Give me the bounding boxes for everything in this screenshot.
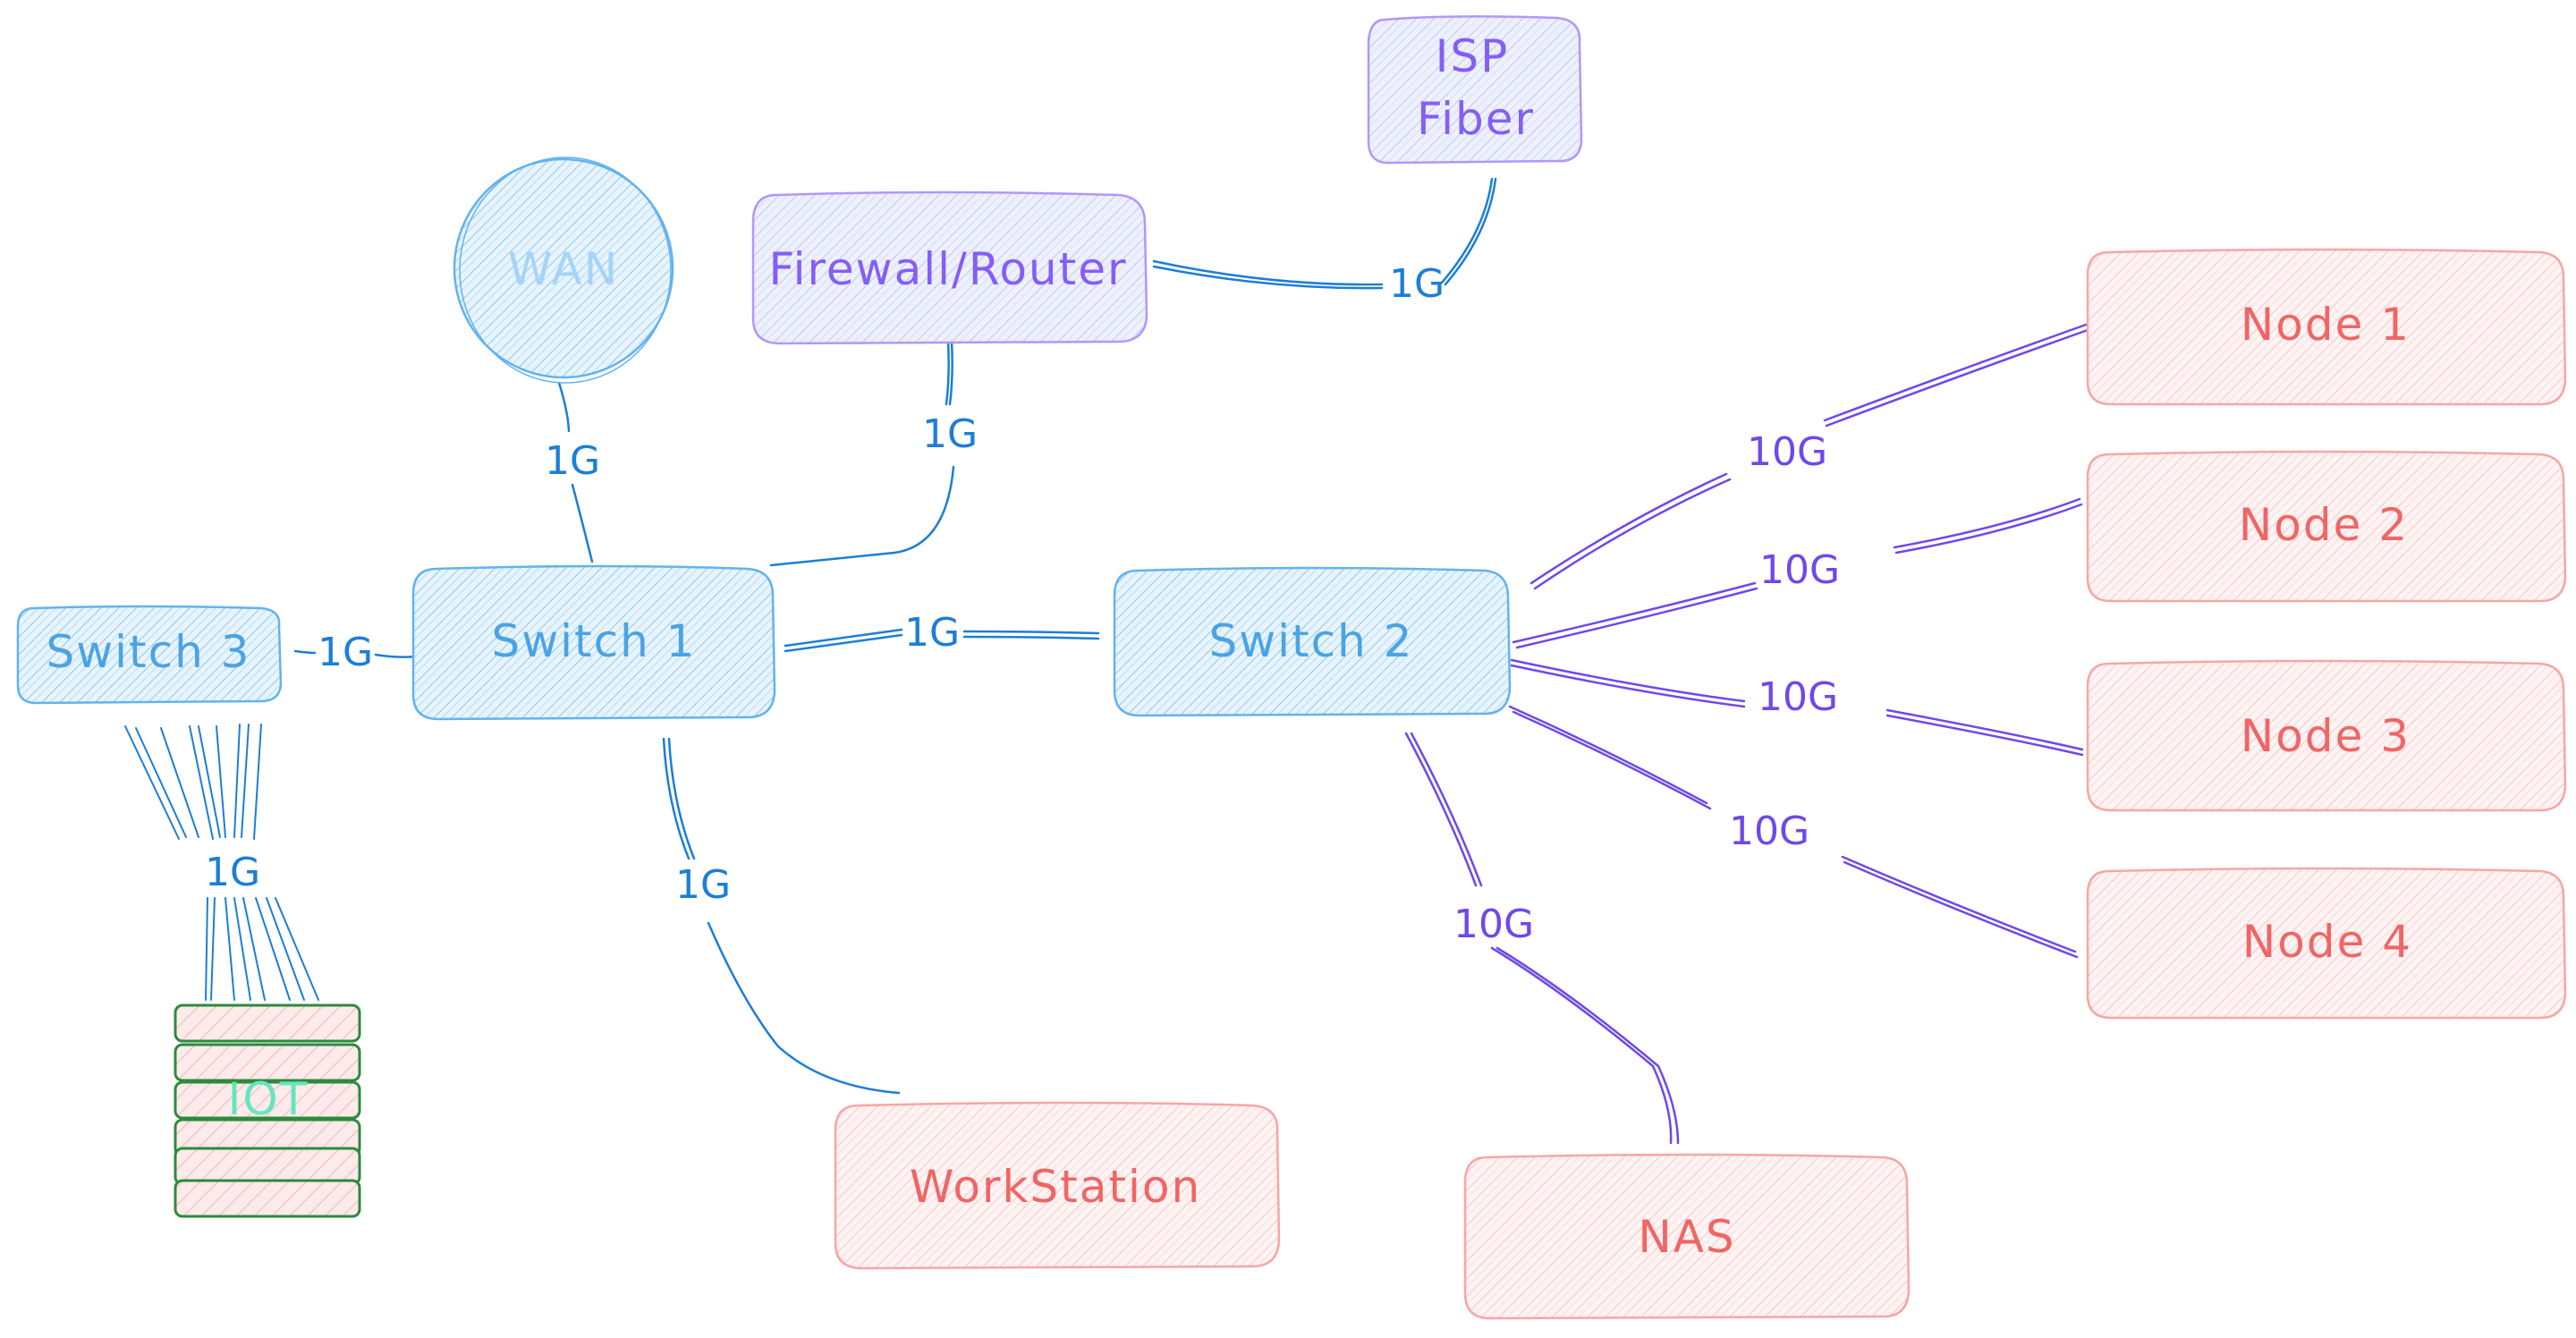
node-switch-3[interactable]: Switch 3 — [16, 605, 283, 705]
edges — [124, 177, 2092, 1145]
link-labels: 1G 1G 1G 1G 1G 1G 1G 10G 10G 10G 10G 10G — [205, 261, 1840, 947]
node-firewall-router[interactable]: Firewall/Router — [751, 191, 1148, 345]
nas-label: NAS — [1638, 1211, 1735, 1263]
node-workstation[interactable]: WorkStation — [834, 1101, 1281, 1270]
edge-switch2-node1 — [1530, 322, 2092, 590]
link-label-switch3-switch1: 1G — [318, 630, 373, 675]
node-nas[interactable]: NAS — [1463, 1153, 1911, 1320]
link-label-switch1-workstation: 1G — [675, 862, 731, 908]
node3-label: Node 3 — [2241, 710, 2411, 762]
server-stack-icon — [174, 1004, 361, 1218]
link-label-switch3-iot: 1G — [205, 850, 260, 895]
link-label-firewall-isp: 1G — [1389, 261, 1445, 307]
wan-label: WAN — [508, 243, 619, 295]
edge-switch2-node2 — [1512, 497, 2083, 649]
firewall-label: Firewall/Router — [768, 243, 1127, 295]
node-1[interactable]: Node 1 — [2086, 248, 2567, 406]
node1-label: Node 1 — [2241, 299, 2411, 351]
node-4[interactable]: Node 4 — [2086, 867, 2567, 1020]
workstation-label: WorkStation — [910, 1161, 1201, 1213]
edge-switch2-node4 — [1508, 705, 2079, 959]
link-label-switch2-nas: 10G — [1453, 902, 1534, 947]
edge-switch2-node3 — [1510, 658, 2084, 757]
link-label-firewall-switch1: 1G — [922, 411, 978, 457]
node4-label: Node 4 — [2242, 916, 2412, 968]
edge-wan-switch1 — [557, 381, 594, 563]
node-2[interactable]: Node 2 — [2086, 450, 2567, 603]
link-label-switch2-node3: 10G — [1758, 674, 1838, 720]
edge-switch2-nas — [1404, 732, 1680, 1145]
edge-switch3-iot — [124, 724, 319, 1001]
link-label-wan-switch1: 1G — [545, 438, 600, 484]
link-label-switch1-switch2: 1G — [904, 610, 960, 656]
edge-switch1-switch2 — [784, 628, 1100, 653]
isp-label-line1: ISP — [1436, 30, 1510, 82]
node2-label: Node 2 — [2239, 499, 2409, 551]
node-3[interactable]: Node 3 — [2086, 659, 2567, 812]
link-label-switch2-node2: 10G — [1759, 547, 1840, 593]
edge-firewall-switch1 — [769, 340, 955, 567]
iot-label: IOT — [228, 1073, 309, 1125]
edge-firewall-isp — [1152, 177, 1497, 290]
edge-switch1-workstation — [662, 737, 901, 1095]
node-switch-1[interactable]: Switch 1 — [411, 564, 776, 721]
switch2-label: Switch 2 — [1208, 615, 1413, 667]
node-isp-fiber[interactable]: ISP Fiber — [1367, 15, 1583, 165]
node-switch-2[interactable]: Switch 2 — [1113, 566, 1512, 717]
isp-label-line2: Fiber — [1417, 93, 1535, 145]
switch3-label: Switch 3 — [46, 626, 250, 678]
node-wan[interactable]: WAN — [453, 157, 674, 384]
node-iot[interactable]: IOT — [174, 1004, 361, 1218]
switch1-label: Switch 1 — [491, 615, 696, 667]
link-label-switch2-node4: 10G — [1729, 809, 1809, 854]
link-label-switch2-node1: 10G — [1747, 429, 1827, 475]
